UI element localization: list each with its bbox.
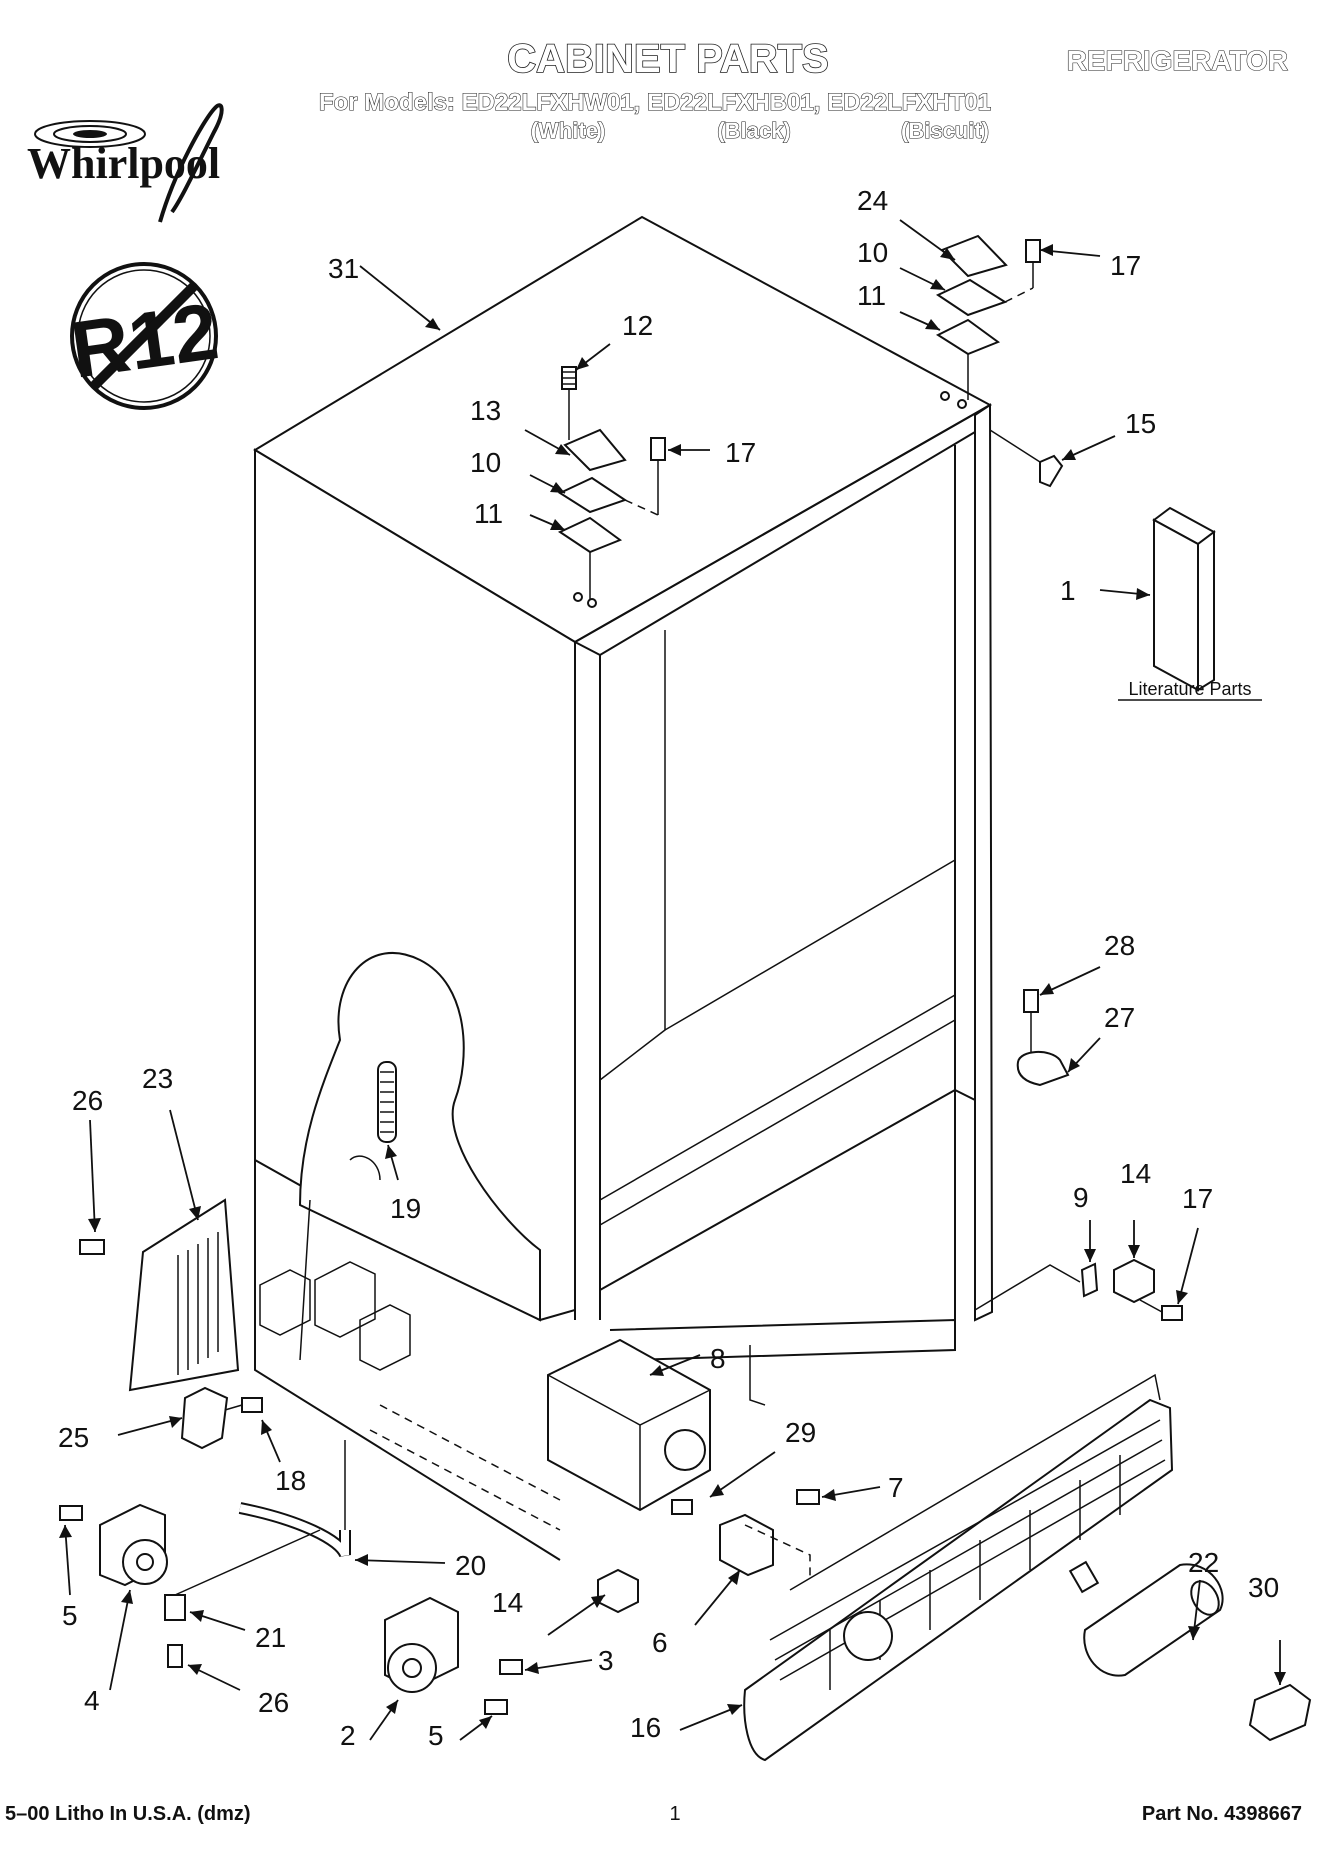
- callout-5: 5: [62, 1600, 78, 1631]
- clip-21: [164, 1594, 186, 1621]
- front-roller-2: [384, 1596, 459, 1693]
- callout-10: 10: [470, 447, 501, 478]
- prohibition-slash: [89, 281, 199, 391]
- print-info: 5–00 Litho In U.S.A. (dmz): [5, 1803, 251, 1825]
- screw-3: [499, 1659, 523, 1675]
- filter-cap-30: [1248, 1683, 1312, 1742]
- top-left-hinge-assembly: [557, 366, 666, 608]
- logo-wordmark: Whirlpool: [27, 139, 220, 188]
- callout-18: 18: [275, 1465, 306, 1496]
- hinge-screw-12: [561, 366, 577, 440]
- page-number: 1: [669, 1803, 680, 1825]
- callout-17: 17: [725, 437, 756, 468]
- callout-12: 12: [622, 310, 653, 341]
- clip-15: [1039, 454, 1064, 488]
- clip-25: [180, 1386, 229, 1450]
- callout-21: 21: [255, 1622, 286, 1653]
- rear-roller-4: [99, 1503, 168, 1587]
- callout-7: 7: [888, 1472, 904, 1503]
- bracket-14-bottom: [597, 1568, 639, 1614]
- hinge-shim-11: [557, 516, 623, 554]
- callout-17: 17: [1182, 1183, 1213, 1214]
- leader-lines: [59, 219, 1286, 1741]
- screw-26-bottom: [167, 1644, 183, 1668]
- screw-5-left: [59, 1505, 83, 1521]
- condenser-coil: [377, 1061, 397, 1143]
- callout-6: 6: [652, 1627, 668, 1658]
- callout-10: 10: [857, 237, 888, 268]
- screw-26-left: [79, 1239, 105, 1255]
- callout-1: 1: [1060, 575, 1076, 606]
- callout-28: 28: [1104, 930, 1135, 961]
- hinge-cover-24: [940, 234, 1008, 278]
- callout-14: 14: [1120, 1158, 1151, 1189]
- callout-29: 29: [785, 1417, 816, 1448]
- callout-5: 5: [428, 1720, 444, 1751]
- callout-26: 26: [72, 1085, 103, 1116]
- part-number: Part No. 4398667: [1142, 1803, 1302, 1825]
- appliance-category: REFRIGERATOR: [1067, 45, 1288, 76]
- callout-11: 11: [857, 280, 886, 311]
- color-black: (Black): [717, 118, 790, 143]
- top-right-hinge-assembly: [935, 234, 1041, 409]
- logo-swoosh: [158, 103, 224, 223]
- swirl-icon: [34, 120, 146, 148]
- color-biscuit: (Biscuit): [901, 118, 989, 143]
- callout-3: 3: [598, 1645, 614, 1676]
- right-bracket-group: [974, 1258, 1183, 1321]
- screw-5-front: [484, 1699, 508, 1715]
- condenser-fan-8: [547, 1338, 711, 1512]
- callout-22: 22: [1188, 1547, 1219, 1578]
- hinge-screw-17-right: [1004, 239, 1041, 303]
- control-components: [259, 1261, 561, 1531]
- shim-9: [1080, 1262, 1099, 1298]
- toe-grille-16: [743, 1373, 1174, 1762]
- callout-30: 30: [1248, 1572, 1279, 1603]
- bracket-14-right: [1113, 1258, 1155, 1304]
- screw-7: [796, 1489, 820, 1505]
- callout-8: 8: [710, 1343, 726, 1374]
- bracket-27: [1016, 1051, 1070, 1087]
- literature-parts-label: Literature Parts: [1128, 679, 1251, 699]
- callout-19: 19: [390, 1193, 421, 1224]
- callout-14: 14: [492, 1587, 523, 1618]
- callout-15: 15: [1125, 408, 1156, 439]
- callout-16: 16: [630, 1712, 661, 1743]
- screw-18: [224, 1397, 263, 1413]
- screw-28: [1023, 989, 1039, 1060]
- callout-4: 4: [84, 1685, 100, 1716]
- callout-24: 24: [857, 185, 888, 216]
- hinge-shim-11-right: [935, 318, 1001, 356]
- callout-17: 17: [1110, 250, 1141, 281]
- clip-6: [719, 1513, 774, 1577]
- cutaway-compartment: [298, 952, 541, 1361]
- callout-25: 25: [58, 1422, 89, 1453]
- water-filter-22: [1068, 1560, 1224, 1677]
- hinge-cover-13: [563, 428, 627, 472]
- callout-27: 27: [1104, 1002, 1135, 1033]
- callout-11: 11: [474, 498, 503, 529]
- whirlpool-logo: Whirlpool: [27, 103, 224, 223]
- page-title: CABINET PARTS: [507, 37, 828, 81]
- callout-2: 2: [340, 1720, 356, 1751]
- callout-9: 9: [1073, 1182, 1089, 1213]
- literature-booklet: [1152, 506, 1216, 692]
- hinge-screw-17: [624, 437, 666, 516]
- callout-26: 26: [258, 1687, 289, 1718]
- callout-23: 23: [142, 1063, 173, 1094]
- callout-13: 13: [470, 395, 501, 426]
- models-line: For Models: ED22LFXHW01, ED22LFXHB01, ED…: [319, 89, 991, 116]
- callout-31: 31: [328, 253, 359, 284]
- callout-20: 20: [455, 1550, 486, 1581]
- screw-29: [671, 1499, 693, 1515]
- access-panel-23: [128, 1198, 240, 1392]
- hinge-plate-10-right: [935, 278, 1008, 317]
- screw-17-right-bottom: [1139, 1299, 1183, 1321]
- no-r12-badge: R12: [66, 262, 223, 410]
- color-white: (White): [531, 118, 606, 143]
